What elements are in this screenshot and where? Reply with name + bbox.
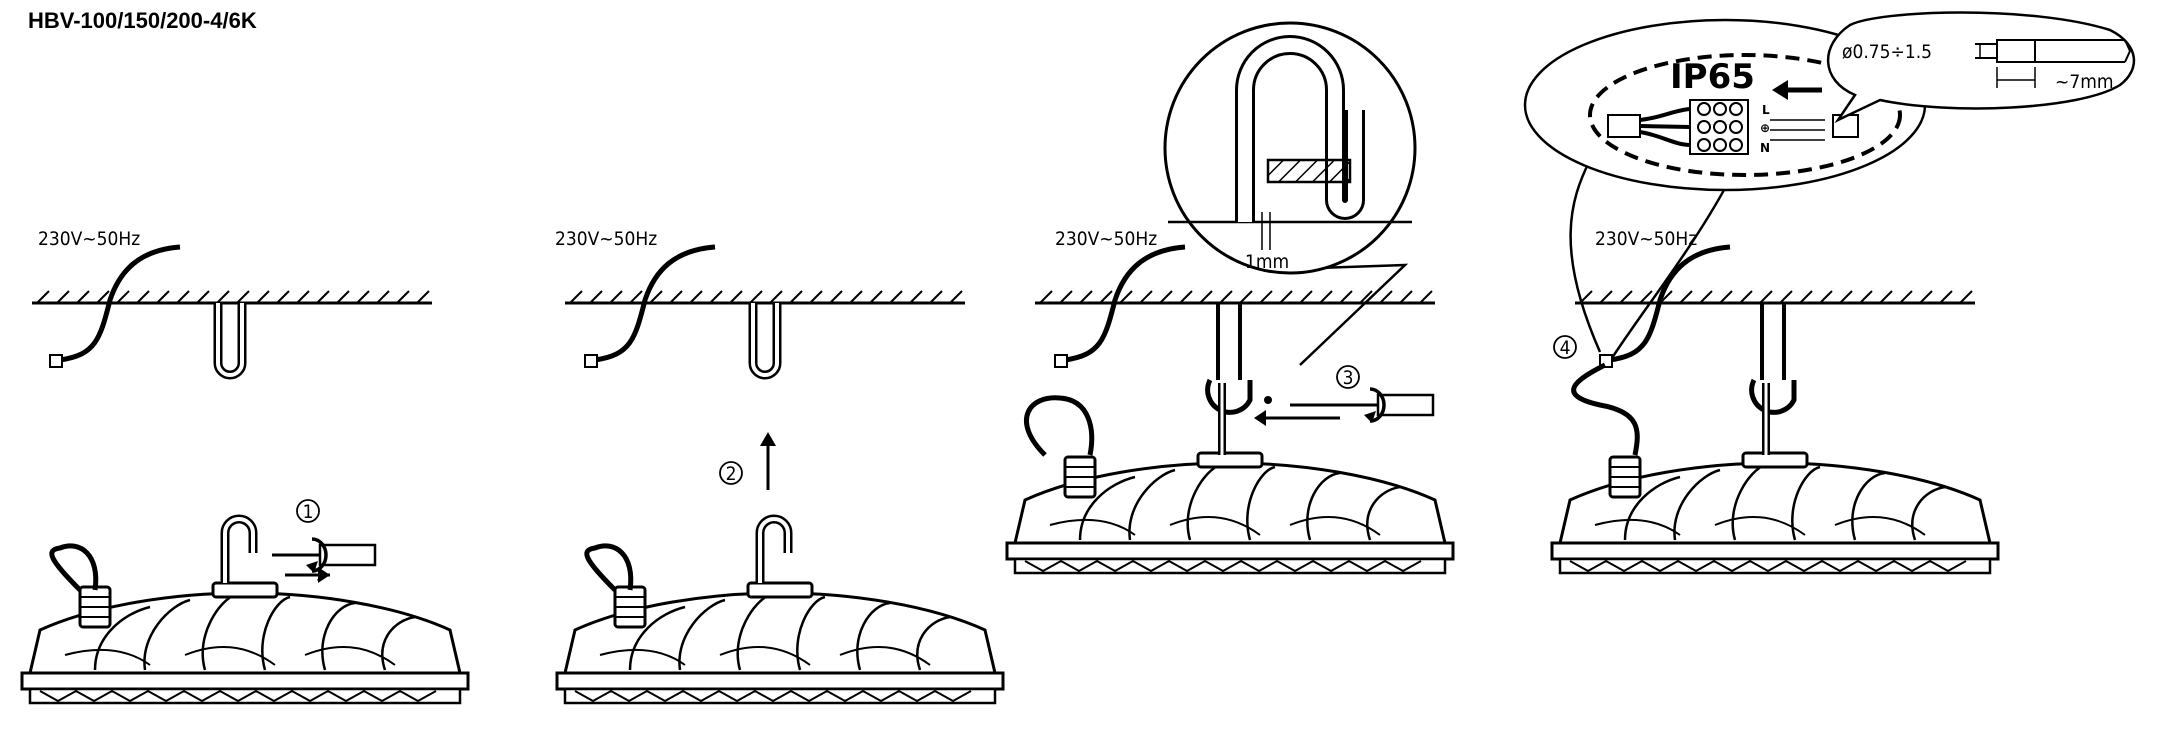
voltage-label-2: 230V~50Hz bbox=[555, 228, 657, 250]
step-3-number: 3 bbox=[1343, 367, 1354, 389]
gap-label: 1mm bbox=[1245, 251, 1289, 273]
terminal-label-l: L bbox=[1762, 103, 1770, 117]
step-1-number: 1 bbox=[303, 501, 314, 523]
step-2-number: 2 bbox=[726, 463, 737, 485]
panel-2 bbox=[555, 244, 1005, 705]
step-4-number: 4 bbox=[1560, 337, 1571, 359]
voltage-label-1: 230V~50Hz bbox=[38, 228, 140, 250]
voltage-label-3: 230V~50Hz bbox=[1055, 228, 1157, 250]
terminal-label-earth: ⊕ bbox=[1760, 121, 1770, 135]
wire-size-label: ø0.75÷1.5 bbox=[1842, 41, 1932, 63]
ip-rating: IP65 bbox=[1670, 57, 1755, 97]
panel-1 bbox=[20, 244, 470, 705]
panel-3 bbox=[1005, 21, 1455, 575]
voltage-label-4: 230V~50Hz bbox=[1595, 228, 1697, 250]
panel-4 bbox=[1523, 11, 2136, 575]
terminal-label-n: N bbox=[1760, 141, 1770, 155]
strip-length-label: ~7mm bbox=[2055, 71, 2114, 93]
page-title: HBV-100/150/200-4/6K bbox=[28, 8, 257, 33]
